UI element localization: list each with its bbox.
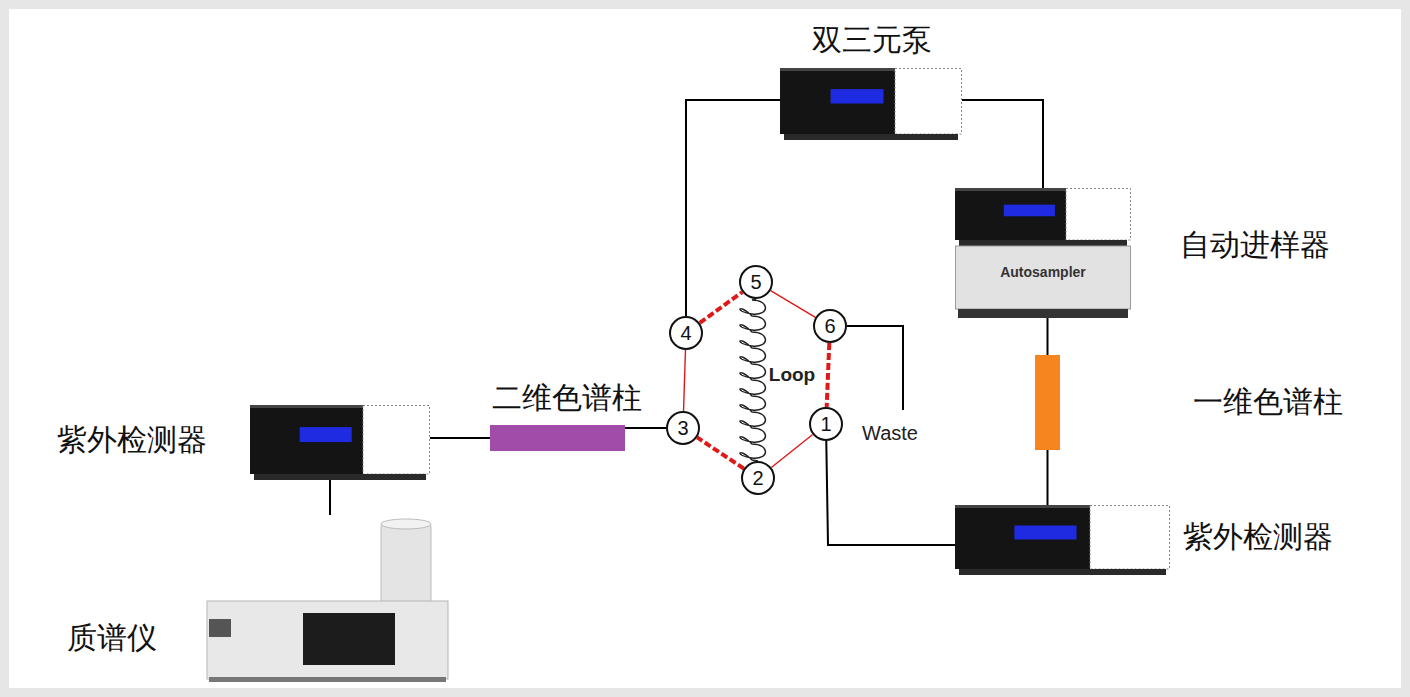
port-circle xyxy=(667,412,699,444)
ms-base xyxy=(209,677,446,682)
mass-spectrometer-drawing xyxy=(205,515,450,685)
tubing-line xyxy=(962,100,1043,188)
module-base xyxy=(959,240,1127,246)
display-window xyxy=(831,89,884,103)
panel-label: Autosampler xyxy=(1000,264,1086,280)
pump-module-drawing xyxy=(780,68,962,140)
column-heading: 二维色谱柱 xyxy=(492,381,642,416)
ms-photo-ground xyxy=(205,515,450,685)
module-front xyxy=(955,188,1066,240)
module-side-panel xyxy=(1066,189,1131,241)
tubing-line xyxy=(1047,318,1049,355)
port-number: 1 xyxy=(820,413,831,436)
module-side-panel xyxy=(363,406,430,475)
module-front xyxy=(250,405,363,474)
valve-port: 5 xyxy=(739,265,773,299)
valve-port: 4 xyxy=(669,316,703,350)
tubing-line xyxy=(625,427,666,429)
valve-port: 1 xyxy=(809,407,843,441)
first-dimension-column-drawing xyxy=(1035,355,1060,450)
module-heading: 紫外检测器 xyxy=(1183,520,1333,555)
pump-module: 双三元泵 xyxy=(780,68,962,140)
port-number: 3 xyxy=(677,417,688,440)
ms-tower xyxy=(381,523,431,605)
uv-detector-module-drawing xyxy=(955,505,1170,575)
inner-ground xyxy=(9,9,1401,688)
valve-flow-path xyxy=(697,437,744,468)
display-window xyxy=(300,427,352,442)
module-heading: 自动进样器 xyxy=(1180,228,1330,263)
column-body xyxy=(1035,355,1060,450)
tubing-line xyxy=(329,480,331,515)
port-circle xyxy=(810,408,842,440)
tubing-line xyxy=(686,100,780,316)
uv-detector-module: 紫外检测器 xyxy=(250,405,430,480)
valve-channel xyxy=(771,435,812,468)
module-top-edge xyxy=(250,405,363,408)
module-side-panel xyxy=(1090,506,1170,570)
ms-front-panel xyxy=(303,613,395,665)
ms-source xyxy=(209,619,231,637)
module-top-edge xyxy=(955,188,1066,191)
port-circle xyxy=(670,317,702,349)
uv-detector-module-drawing xyxy=(250,405,430,480)
valve-flow-path xyxy=(700,292,743,323)
first-dimension-column: 一维色谱柱 xyxy=(1035,355,1060,450)
module-top-edge xyxy=(780,68,895,71)
ms-tower-top xyxy=(381,519,431,529)
module-front xyxy=(780,68,895,134)
module-top-edge xyxy=(955,505,1090,508)
second-dimension-column: 二维色谱柱 xyxy=(490,425,625,451)
uv-detector-module: 紫外检测器 xyxy=(955,505,1170,575)
port-number: 2 xyxy=(752,467,763,490)
waste-label: Waste xyxy=(862,422,918,445)
second-dimension-column-drawing xyxy=(490,425,625,451)
valve-channel xyxy=(684,350,686,411)
module-heading: 双三元泵 xyxy=(812,23,932,58)
tubing-line xyxy=(1047,450,1049,505)
port-circle xyxy=(742,462,774,494)
module-base xyxy=(254,474,426,480)
autosampler-panel xyxy=(956,246,1131,309)
autosampler-module: 自动进样器Autosampler xyxy=(955,188,1131,318)
display-window xyxy=(1004,205,1055,217)
valve-flow-path xyxy=(827,343,830,407)
port-number: 5 xyxy=(750,271,761,294)
loop-label: Loop xyxy=(769,364,815,386)
module-heading: 紫外检测器 xyxy=(57,423,207,458)
module-base xyxy=(959,569,1166,575)
module-heading: 质谱仪 xyxy=(67,621,157,656)
valve-port: 3 xyxy=(666,411,700,445)
valve-port: 6 xyxy=(813,309,847,343)
ms-body xyxy=(207,601,448,679)
port-circle xyxy=(740,266,772,298)
tubing-line xyxy=(826,441,955,545)
autosampler-base xyxy=(958,309,1128,318)
autosampler-top xyxy=(955,188,1131,246)
waste-line xyxy=(847,326,903,410)
sample-loop-coil xyxy=(740,299,766,461)
column-body xyxy=(490,425,625,451)
valve-port: 2 xyxy=(741,461,775,495)
port-circle xyxy=(814,310,846,342)
column-heading: 一维色谱柱 xyxy=(1193,385,1343,420)
autosampler-module-drawing xyxy=(955,188,1131,318)
module-front xyxy=(955,505,1090,569)
mass-spectrometer: 质谱仪 xyxy=(205,515,450,685)
tubing-line xyxy=(430,437,490,439)
module-base xyxy=(784,134,958,140)
valve-channel xyxy=(771,291,816,318)
port-number: 4 xyxy=(680,322,691,345)
module-side-panel xyxy=(895,69,962,135)
display-window xyxy=(1014,525,1076,539)
port-number: 6 xyxy=(824,315,835,338)
